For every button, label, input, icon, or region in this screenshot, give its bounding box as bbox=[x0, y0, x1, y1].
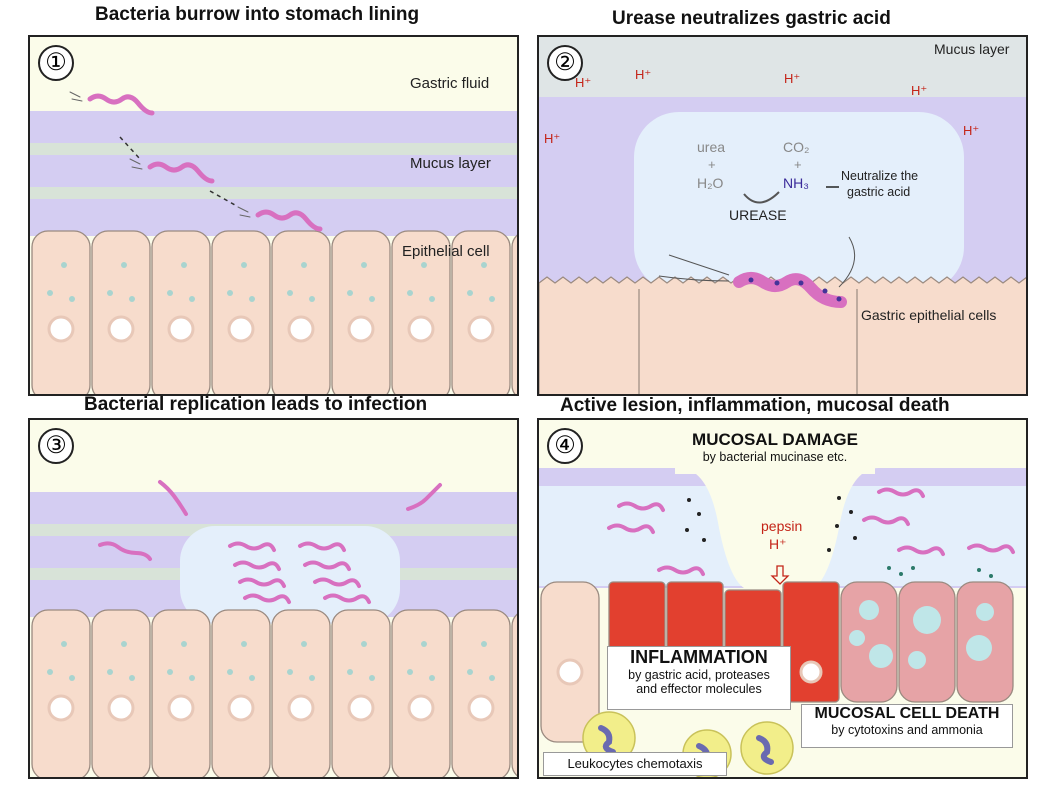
label-inflammation: INFLAMMATION bbox=[630, 647, 768, 667]
callout-leukocytes: Leukocytes chemotaxis bbox=[543, 752, 727, 776]
panel-lesion: ④ MUCOSAL DAMAGE by bacterial mucinase e… bbox=[537, 418, 1028, 779]
step-number-3: ③ bbox=[38, 428, 74, 464]
panel-replication: ③ bbox=[28, 418, 519, 779]
step-number-2: ② bbox=[547, 45, 583, 81]
label-nh3: NH₃ bbox=[783, 175, 809, 191]
hplus-ion: H⁺ bbox=[544, 131, 561, 146]
label-inflammation-sub-2: and effector molecules bbox=[636, 682, 762, 696]
step-number-1: ① bbox=[38, 45, 74, 81]
bacteria bbox=[69, 91, 323, 232]
heading-panel-4: Active lesion, inflammation, mucosal dea… bbox=[560, 395, 950, 416]
heading-panel-1: Bacteria burrow into stomach lining bbox=[95, 4, 420, 25]
hplus-ion: H⁺ bbox=[963, 123, 980, 138]
label-leukocytes: Leukocytes chemotaxis bbox=[567, 756, 703, 771]
panel-4-illustration bbox=[539, 468, 1026, 777]
label-mucosal-damage-sub: by bacterial mucinase etc. bbox=[702, 450, 848, 464]
callout-inflammation: INFLAMMATION by gastric acid, proteases … bbox=[607, 646, 791, 710]
hplus-ion: H⁺ bbox=[575, 75, 592, 90]
label-mucus-layer: Mucus layer bbox=[410, 155, 491, 172]
callout-mucosal-damage: MUCOSAL DAMAGE by bacterial mucinase etc… bbox=[675, 430, 875, 474]
label-cell-death: MUCOSAL CELL DEATH bbox=[814, 705, 1000, 722]
label-pepsin: pepsin bbox=[761, 518, 803, 534]
hplus-ion: H⁺ bbox=[635, 67, 652, 82]
label-urease: UREASE bbox=[729, 207, 787, 223]
hplus-ion: H⁺ bbox=[911, 83, 928, 98]
label-urea: urea bbox=[697, 139, 726, 155]
heading-panel-3: Bacterial replication leads to infection bbox=[84, 394, 428, 415]
label-inflammation-sub-1: by gastric acid, proteases bbox=[628, 668, 770, 682]
epithelial-cells bbox=[31, 230, 517, 394]
label-neutralize-2: gastric acid bbox=[847, 185, 911, 199]
label-hplus-4: H⁺ bbox=[769, 536, 787, 552]
panel-urease: ② Mucus layer H⁺ H⁺ H⁺ H⁺ H⁺ H⁺ urea + H… bbox=[537, 35, 1028, 396]
label-cell-death-sub: by cytotoxins and ammonia bbox=[831, 723, 983, 737]
label-h2o: H₂O bbox=[697, 175, 724, 191]
label-mucosal-damage: MUCOSAL DAMAGE bbox=[692, 430, 858, 449]
panel-2-illustration bbox=[539, 37, 1026, 394]
panel-3-illustration bbox=[30, 480, 517, 777]
step-number-4: ④ bbox=[547, 428, 583, 464]
label-gastric-epithelial-cells: Gastric epithelial cells bbox=[861, 307, 997, 323]
label-neutralize-1: Neutralize the bbox=[841, 169, 919, 183]
label-epithelial-cell: Epithelial cell bbox=[402, 243, 490, 260]
callout-cell-death: MUCOSAL CELL DEATH by cytotoxins and amm… bbox=[801, 704, 1013, 748]
label-plus: + bbox=[708, 157, 716, 172]
panel-1-illustration bbox=[30, 91, 517, 394]
label-plus: + bbox=[794, 157, 802, 172]
label-co2: CO₂ bbox=[783, 139, 810, 155]
hplus-ion: H⁺ bbox=[784, 71, 801, 86]
label-mucus-layer-2: Mucus layer bbox=[934, 41, 1010, 57]
label-gastric-fluid: Gastric fluid bbox=[410, 75, 490, 92]
heading-panel-2: Urease neutralizes gastric acid bbox=[612, 8, 891, 29]
panel-bacteria-burrow: ① Gastric fluid Mucus layer Epithelial c… bbox=[28, 35, 519, 396]
